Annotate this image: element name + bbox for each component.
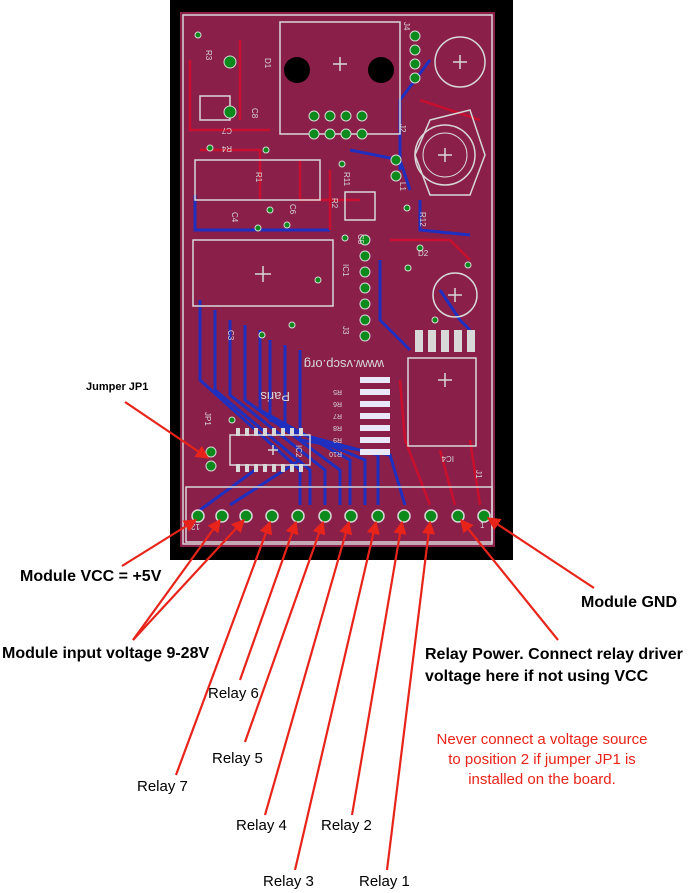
capacitor-c-bottom [432,272,478,318]
silk-c7: C7 [221,126,232,135]
arrow-relay2 [350,520,407,816]
arrow-input-b [132,519,245,641]
silk-r1: R1 [254,172,263,183]
arrow-relay4 [263,520,353,816]
silk-c8: C8 [250,108,259,119]
capacitor-c-mid [414,124,476,186]
silk-r6: R6 [333,400,342,407]
silk-j3: J3 [341,326,350,335]
label-module-gnd: Module GND [581,594,677,611]
arrow-relay3 [293,520,380,871]
label-relay-3: Relay 3 [263,873,314,890]
label-relay-7: Relay 7 [137,778,188,795]
arrow-input-a [132,518,221,641]
silk-r7: R7 [333,412,342,419]
silk-j4: J4 [402,22,411,31]
silk-c6: C6 [288,204,297,215]
arrow-relay7 [174,520,273,776]
ic2-pins [236,428,303,472]
ic4-regulator-pins [415,330,475,352]
label-jumper-jp1: Jumper JP1 [86,381,149,393]
silk-paris: Paris [260,389,290,404]
arrow-relay5 [243,520,326,743]
label-relay-power-line1: Relay Power. Connect relay driver [425,646,683,663]
arrow-jumper [124,401,210,459]
capacitor-c-top [434,36,486,88]
silk-ic1: IC1 [341,264,350,277]
label-module-input: Module input voltage 9-28V [2,645,210,662]
silk-c3: C3 [226,330,235,341]
silk-c5: C5 [356,234,365,245]
silk-r5: R5 [333,388,342,395]
silk-r9: R9 [333,436,342,443]
label-relay-2: Relay 2 [321,817,372,834]
label-relay-4: Relay 4 [236,817,287,834]
silk-r12: R12 [418,212,427,227]
arrow-relay6 [238,520,299,681]
jack-hole-left [284,57,310,83]
annotation-arrows [121,401,595,871]
silk-d2: D2 [418,249,429,258]
silk-d1: D1 [263,58,272,69]
arrow-gnd [486,517,595,589]
resistor-array-pads [360,377,390,455]
label-relay-1: Relay 1 [359,873,410,890]
label-relay-5: Relay 5 [212,750,263,767]
silk-l1: L1 [398,182,407,191]
silk-r2: R2 [330,198,339,209]
silk-j1: J1 [474,470,483,479]
silk-r3: R3 [204,50,213,61]
arrow-relay1 [385,520,436,871]
silk-ic2: IC2 [294,445,303,458]
silk-r11: R11 [342,172,351,187]
silk-url: www.vscp.org [304,357,385,372]
silk-jp1: JP1 [203,412,212,426]
silk-r8: R8 [333,424,342,431]
arrow-relay-power [460,518,559,641]
silk-pin-1: 1 [480,521,485,530]
arrow-vcc [121,519,198,567]
silk-ic4: IC4 [441,454,454,463]
top-layer-traces [188,40,482,506]
silk-r4: R4 [221,144,232,153]
label-relay-6: Relay 6 [208,685,259,702]
silk-j2: J2 [398,124,407,133]
jack-hole-right [368,57,394,83]
silk-c4: C4 [230,212,239,223]
warning-note: Never connect a voltage source to positi… [436,731,648,788]
silk-r10: R10 [329,450,342,457]
label-module-vcc: Module VCC = +5V [20,568,162,585]
label-relay-power-line2: voltage here if not using VCC [425,668,649,685]
